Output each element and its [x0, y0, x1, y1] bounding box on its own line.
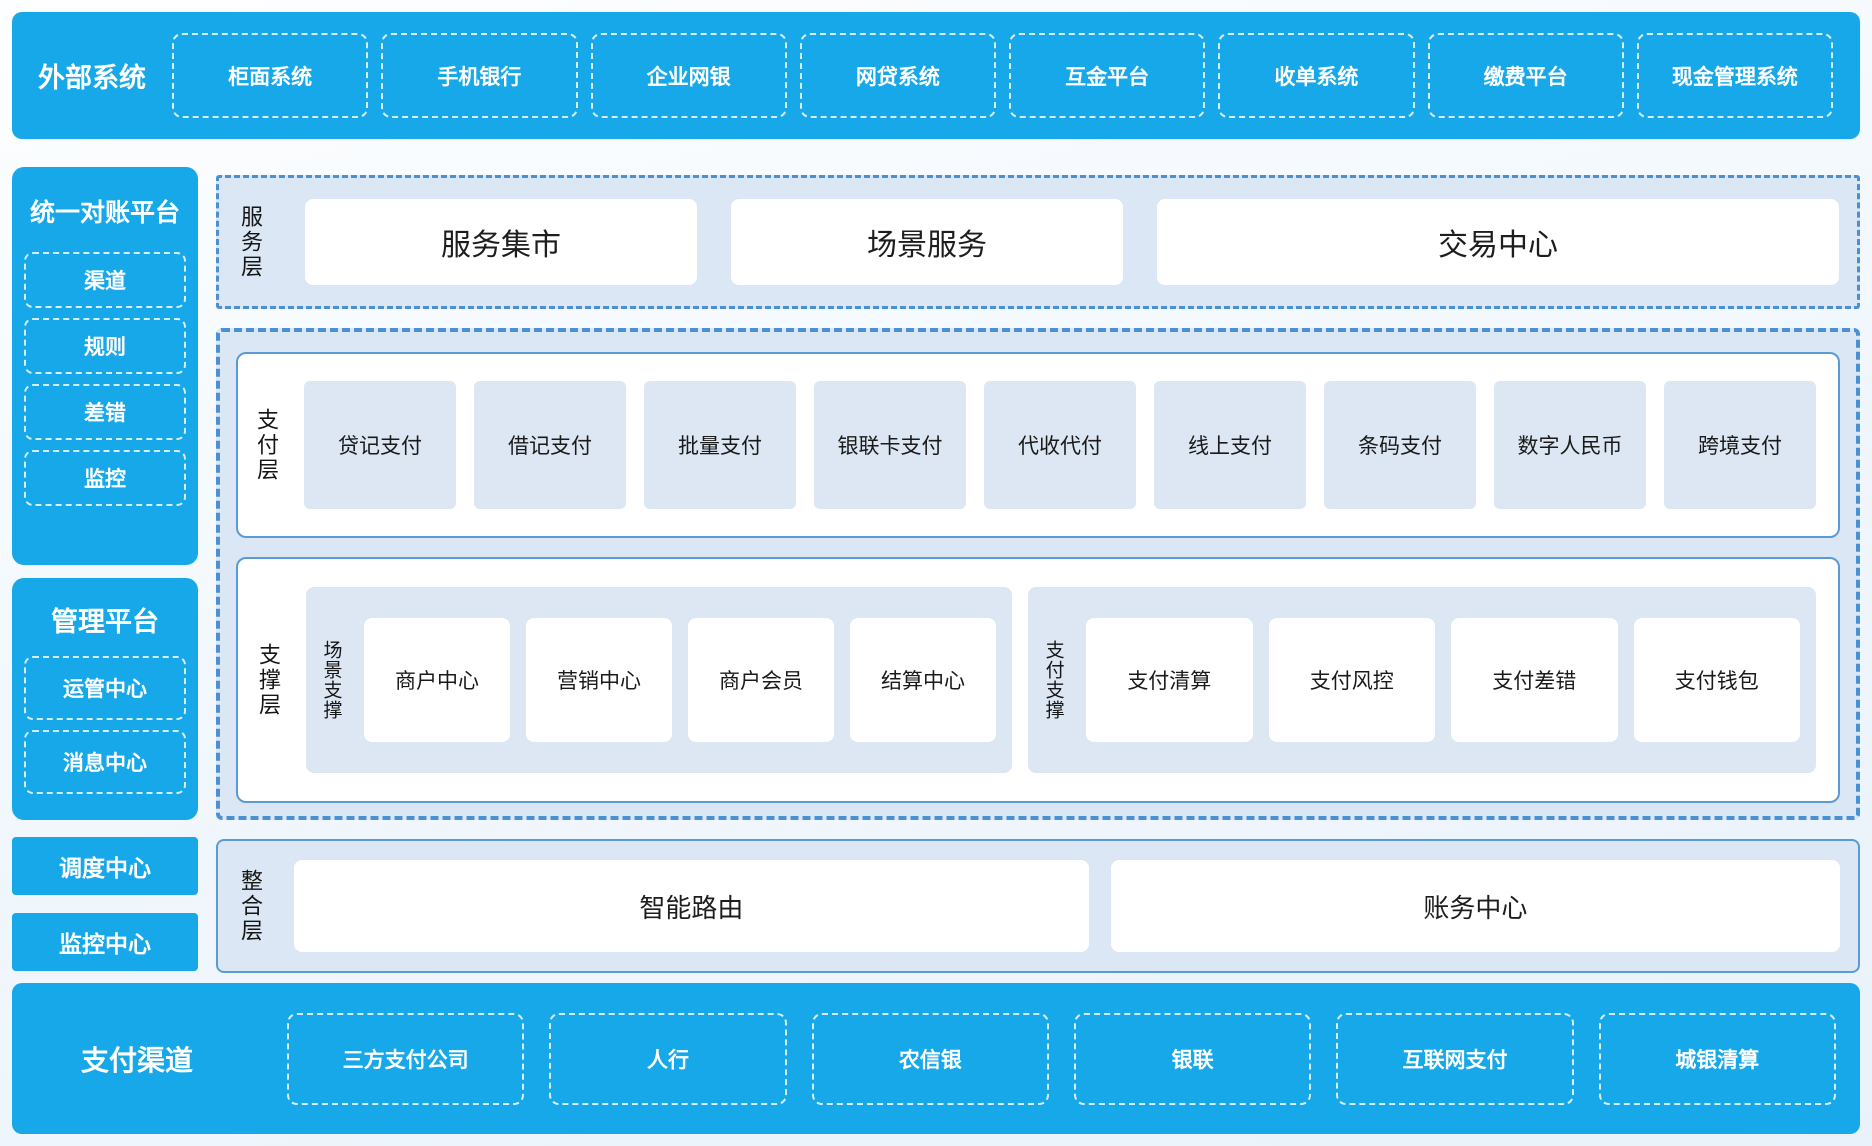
management-item: 运管中心: [24, 656, 186, 720]
main-area: 服务层 服务集市 场景服务 交易中心 支付层 贷记支付 借记支付 批量支付 银联…: [216, 167, 1860, 973]
payment-channel-item: 城银清算: [1598, 1012, 1836, 1105]
monitor-center-block: 监控中心: [12, 913, 198, 971]
service-box: 交易中心: [1156, 199, 1840, 285]
external-system-item: 手机银行: [381, 33, 578, 118]
external-systems-title: 外部系统: [38, 63, 146, 93]
service-box: 场景服务: [730, 199, 1123, 285]
payment-support-item: 支付差错: [1451, 618, 1618, 742]
scene-support-group: 场景支撑 商户中心 营销中心 商户会员 结算中心: [306, 587, 1013, 773]
payment-channel-item: 互联网支付: [1336, 1012, 1574, 1105]
payment-channel-item: 银联: [1073, 1012, 1312, 1105]
external-system-item: 企业网银: [590, 33, 787, 118]
scene-support-item: 结算中心: [850, 618, 997, 742]
payment-support-group: 支付支撑 支付清算 支付风控 支付差错 支付钱包: [1028, 587, 1816, 773]
integration-layer: 整合层 智能路由 账务中心: [216, 839, 1860, 973]
scene-support-item: 营销中心: [526, 618, 673, 742]
payment-item: 代收代付: [984, 381, 1136, 509]
support-layer-label: 支撑层: [256, 642, 281, 718]
service-layer-label: 服务层: [238, 204, 263, 280]
payment-item: 借记支付: [474, 381, 626, 509]
payment-channel-item: 三方支付公司: [287, 1012, 525, 1105]
integration-layer-label: 整合层: [238, 868, 263, 944]
payment-support-item: 支付清算: [1086, 618, 1253, 742]
management-platform-title: 管理平台: [51, 607, 159, 637]
middle-section: 统一对账平台 渠道 规则 差错 监控 管理平台 运管中心 消息中心 调度中心 监…: [12, 167, 1860, 973]
payment-channels-title: 支付渠道: [80, 1044, 193, 1076]
payment-channel-item: 农信银: [811, 1012, 1049, 1105]
reconciliation-platform-panel: 统一对账平台 渠道 规则 差错 监控: [12, 167, 198, 565]
reconciliation-item: 渠道: [24, 252, 186, 308]
integration-box: 智能路由: [294, 860, 1089, 952]
payment-item: 批量支付: [644, 381, 796, 509]
payment-support-label: 支付支撑: [1042, 640, 1064, 720]
payment-layer: 支付层 贷记支付 借记支付 批量支付 银联卡支付 代收代付 线上支付 条码支付 …: [236, 352, 1840, 538]
payment-item: 数字人民币: [1494, 381, 1646, 509]
payment-item: 跨境支付: [1664, 381, 1816, 509]
reconciliation-item: 差错: [24, 384, 186, 440]
external-system-item: 现金管理系统: [1636, 33, 1833, 118]
left-sidebar: 统一对账平台 渠道 规则 差错 监控 管理平台 运管中心 消息中心 调度中心 监…: [12, 167, 198, 973]
external-systems-bar: 外部系统 柜面系统 手机银行 企业网银 网贷系统 互金平台 收单系统 缴费平台 …: [12, 12, 1860, 139]
payment-layer-label: 支付层: [254, 407, 279, 483]
payment-item: 线上支付: [1154, 381, 1306, 509]
scene-support-item: 商户中心: [364, 618, 511, 742]
integration-box: 账务中心: [1110, 860, 1840, 952]
external-system-item: 网贷系统: [799, 33, 996, 118]
scene-support-label: 场景支撑: [320, 640, 342, 720]
external-system-item: 互金平台: [1009, 33, 1206, 118]
reconciliation-item: 监控: [24, 450, 186, 506]
payment-item: 银联卡支付: [814, 381, 966, 509]
management-platform-panel: 管理平台 运管中心 消息中心: [12, 578, 198, 820]
payment-support-item: 支付风控: [1268, 618, 1436, 742]
external-system-item: 收单系统: [1218, 33, 1415, 118]
reconciliation-item: 规则: [24, 318, 186, 374]
external-system-item: 柜面系统: [172, 33, 369, 118]
service-box: 服务集市: [305, 199, 697, 285]
payment-channels-bar: 支付渠道 三方支付公司 人行 农信银 银联 互联网支付 城银清算: [12, 983, 1860, 1134]
management-item: 消息中心: [24, 730, 186, 794]
dispatch-center-block: 调度中心: [12, 837, 198, 895]
support-layer: 支撑层 场景支撑 商户中心 营销中心 商户会员 结算中心 支付支撑 支付清算 支…: [236, 557, 1840, 803]
reconciliation-platform-title: 统一对账平台: [29, 199, 180, 227]
payment-channel-item: 人行: [549, 1012, 787, 1105]
payment-item: 条码支付: [1324, 381, 1476, 509]
core-layers-container: 支付层 贷记支付 借记支付 批量支付 银联卡支付 代收代付 线上支付 条码支付 …: [216, 328, 1860, 820]
service-layer: 服务层 服务集市 场景服务 交易中心: [216, 175, 1860, 309]
payment-support-item: 支付钱包: [1633, 618, 1801, 742]
payment-item: 贷记支付: [304, 381, 456, 509]
external-system-item: 缴费平台: [1427, 33, 1624, 118]
scene-support-item: 商户会员: [688, 618, 835, 742]
